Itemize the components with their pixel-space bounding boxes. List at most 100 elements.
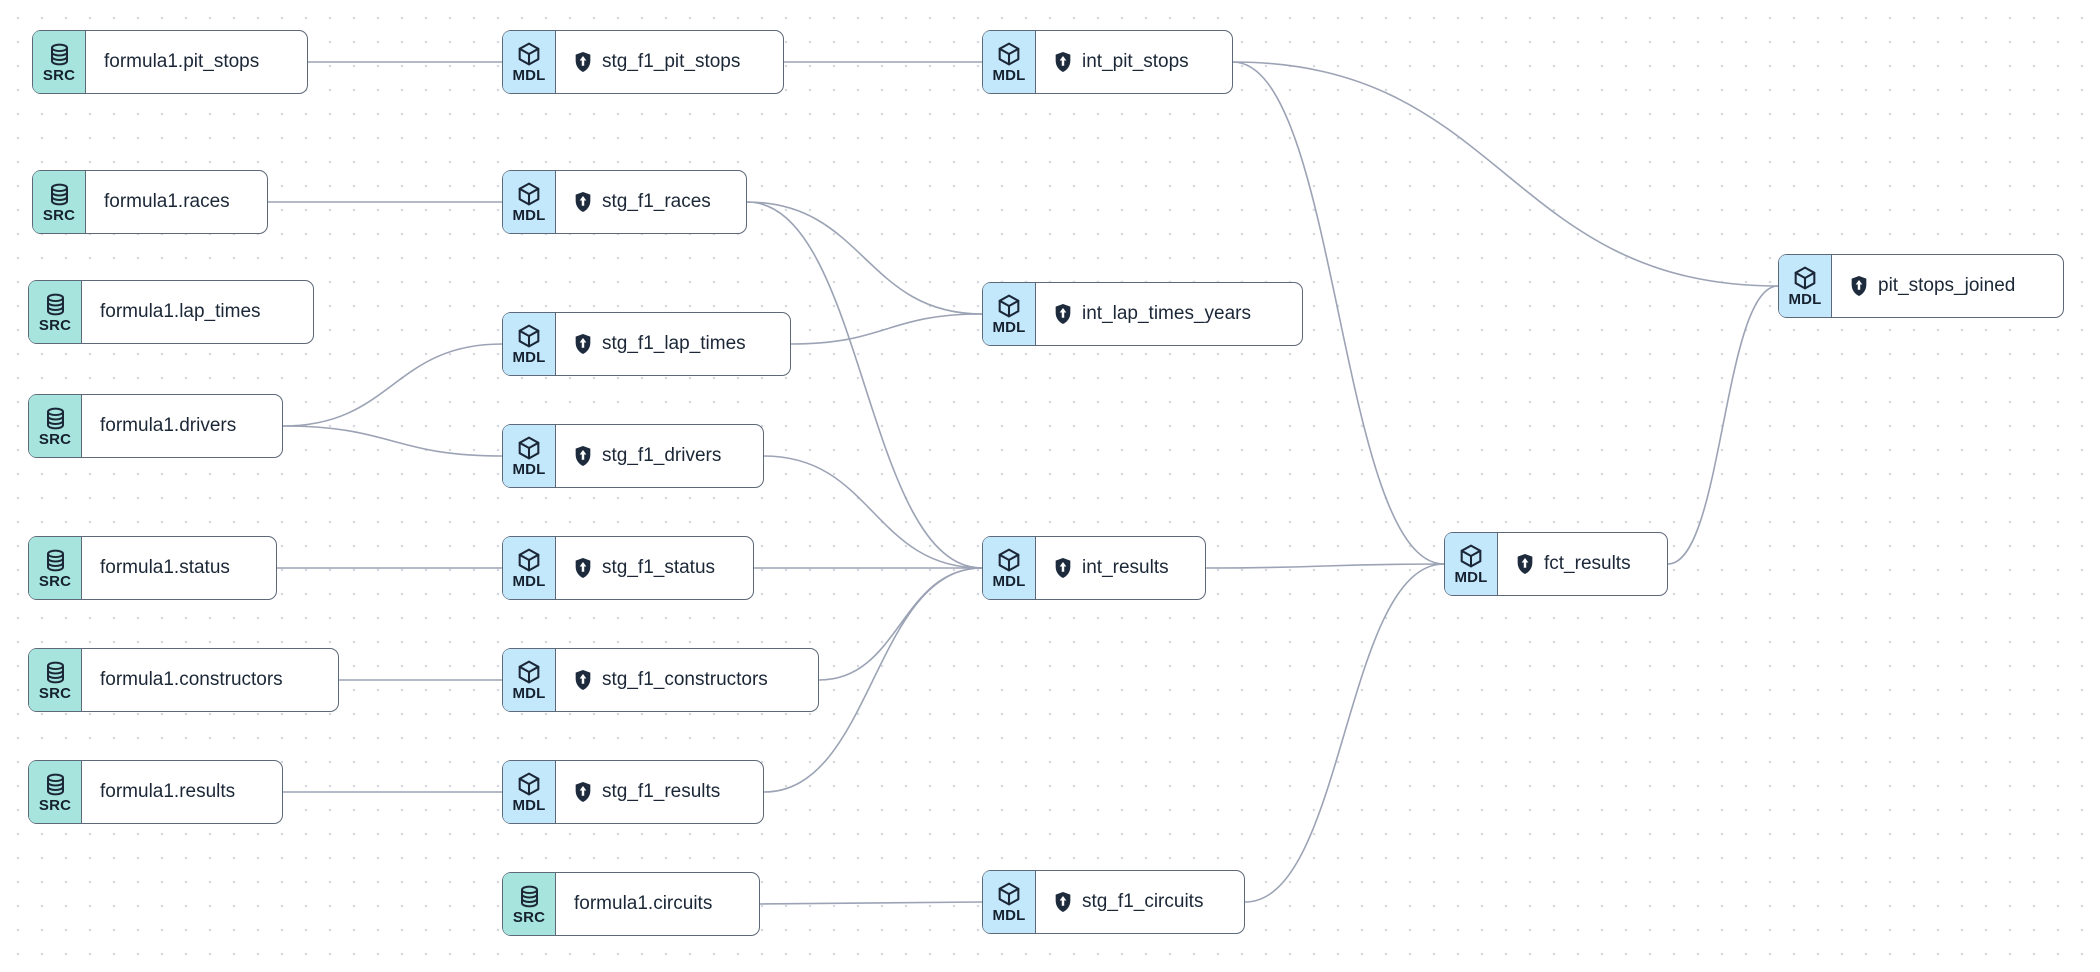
model-badge: MDL [503,649,556,711]
badge-label: MDL [992,67,1026,84]
node-int_results[interactable]: MDL int_results [982,536,1206,600]
badge-label: SRC [38,316,72,334]
badge-label: MDL [512,573,546,590]
node-body: int_lap_times_years [1036,283,1302,345]
cube-icon [996,881,1022,907]
node-stg_f1_pit_stops[interactable]: MDL stg_f1_pit_stops [502,30,784,94]
node-body: formula1.constructors [82,649,338,711]
source-badge: SRC [29,395,82,457]
node-formula1.drivers[interactable]: SRC formula1.drivers [28,394,283,458]
node-body: int_results [1036,537,1205,599]
database-icon [43,660,68,685]
model-badge: MDL [1779,255,1832,317]
node-body: formula1.drivers [82,395,282,457]
edge-stg_f1_circuits-to-fct_results [1244,563,1445,903]
model-badge: MDL [1445,533,1498,595]
model-badge: MDL [503,761,556,823]
node-body: formula1.circuits [556,873,759,935]
node-stg_f1_drivers[interactable]: MDL stg_f1_drivers [502,424,764,488]
model-badge: MDL [503,171,556,233]
node-body: formula1.races [86,171,267,233]
node-stg_f1_status[interactable]: MDL stg_f1_status [502,536,754,600]
node-label: stg_f1_lap_times [602,333,746,354]
cube-icon [516,41,542,67]
shield-icon [1054,558,1072,578]
node-label: fct_results [1544,553,1631,574]
model-badge: MDL [503,537,556,599]
node-body: stg_f1_status [556,537,753,599]
model-badge: MDL [983,871,1036,933]
badge-label: MDL [512,67,546,84]
badge-label: SRC [38,796,72,814]
edge-stg_f1_drivers-to-int_results [763,455,983,569]
node-label: formula1.races [104,191,230,212]
shield-icon [1054,892,1072,912]
node-stg_f1_results[interactable]: MDL stg_f1_results [502,760,764,824]
node-stg_f1_races[interactable]: MDL stg_f1_races [502,170,747,234]
database-icon [47,182,72,207]
cube-icon [516,771,542,797]
database-icon [43,548,68,573]
node-stg_f1_circuits[interactable]: MDL stg_f1_circuits [982,870,1245,934]
cube-icon [516,323,542,349]
model-badge: MDL [503,425,556,487]
node-label: stg_f1_constructors [602,669,768,690]
cube-icon [1458,543,1484,569]
badge-label: MDL [512,461,546,478]
node-pit_stops_joined[interactable]: MDL pit_stops_joined [1778,254,2064,318]
shield-icon [574,446,592,466]
edge-formula1.drivers-to-stg_f1_drivers [282,425,503,457]
badge-label: MDL [512,207,546,224]
shield-icon [574,670,592,690]
node-formula1.constructors[interactable]: SRC formula1.constructors [28,648,339,712]
node-body: stg_f1_constructors [556,649,818,711]
node-label: formula1.pit_stops [104,51,260,72]
node-label: formula1.circuits [574,893,713,914]
node-body: formula1.status [82,537,276,599]
shield-icon [574,192,592,212]
badge-label: MDL [1454,569,1488,586]
badge-label: SRC [38,684,72,702]
node-stg_f1_lap_times[interactable]: MDL stg_f1_lap_times [502,312,791,376]
node-stg_f1_constructors[interactable]: MDL stg_f1_constructors [502,648,819,712]
badge-label: SRC [38,430,72,448]
node-body: fct_results [1498,533,1667,595]
badge-label: SRC [42,66,76,84]
shield-icon [574,334,592,354]
shield-icon [574,52,592,72]
model-badge: MDL [503,31,556,93]
shield-icon [574,782,592,802]
cube-icon [516,659,542,685]
node-body: stg_f1_races [556,171,746,233]
node-formula1.pit_stops[interactable]: SRC formula1.pit_stops [32,30,308,94]
model-badge: MDL [503,313,556,375]
database-icon [47,42,72,67]
database-icon [517,884,542,909]
node-label: int_pit_stops [1082,51,1189,72]
node-int_pit_stops[interactable]: MDL int_pit_stops [982,30,1233,94]
node-label: stg_f1_circuits [1082,891,1204,912]
database-icon [43,292,68,317]
node-body: formula1.results [82,761,282,823]
node-body: pit_stops_joined [1832,255,2063,317]
model-badge: MDL [983,283,1036,345]
node-body: formula1.pit_stops [86,31,307,93]
node-int_lap_times_years[interactable]: MDL int_lap_times_years [982,282,1303,346]
badge-label: MDL [512,685,546,702]
node-body: stg_f1_circuits [1036,871,1244,933]
shield-icon [1054,52,1072,72]
node-label: stg_f1_drivers [602,445,722,466]
node-label: formula1.results [100,781,236,802]
node-fct_results[interactable]: MDL fct_results [1444,532,1668,596]
node-body: stg_f1_drivers [556,425,763,487]
edge-stg_f1_races-to-int_results [746,201,983,569]
cube-icon [996,41,1022,67]
database-icon [43,772,68,797]
node-formula1.results[interactable]: SRC formula1.results [28,760,283,824]
badge-label: MDL [512,349,546,366]
